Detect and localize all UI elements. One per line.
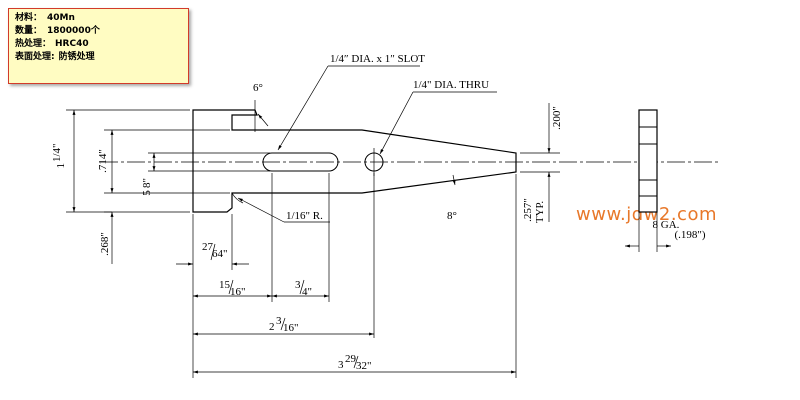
angle-top: 6°	[253, 82, 263, 94]
dim-27-64: 27 64"	[202, 241, 228, 261]
angle-bottom: 8°	[447, 210, 457, 222]
dim-5-8: 5 8"	[141, 178, 153, 196]
dim-2-3-16: 2 3 16"	[269, 315, 299, 334]
svg-text:1/4": 1/4"	[51, 143, 63, 162]
gauge-label: 8 GA.	[653, 219, 680, 231]
dim-257: .257"	[522, 198, 534, 222]
watermark: www.jdw2.com	[576, 204, 717, 225]
gauge-thickness-label: (.198")	[674, 229, 705, 241]
svg-text:15: 15	[219, 279, 231, 291]
svg-text:29: 29	[345, 353, 357, 365]
svg-text:8": 8"	[141, 178, 153, 188]
dim-3-29-32: 3 29 32"	[338, 353, 372, 372]
relief-fillet	[231, 192, 244, 204]
note-heat-treatment: 热处理：HRC40	[15, 39, 89, 49]
svg-text:64": 64"	[212, 248, 228, 260]
svg-text:32": 32"	[356, 360, 372, 372]
edge-view	[638, 109, 658, 213]
svg-text:16": 16"	[283, 322, 299, 334]
note-quantity: 数量：1800000个	[15, 26, 100, 36]
slot	[262, 152, 339, 172]
note-surface-treatment: 表面处理:防锈处理	[15, 52, 95, 62]
dim-714: .714"	[97, 149, 109, 173]
note-material: 材料：40Mn	[15, 13, 75, 23]
dim-1-1-4: 1 1/4"	[51, 143, 67, 168]
svg-text:16": 16"	[230, 286, 246, 298]
edge-view-ticks	[639, 126, 657, 197]
svg-text:2: 2	[269, 321, 275, 333]
radius-callout: 1/16" R.	[286, 210, 323, 222]
svg-text:3: 3	[338, 359, 344, 371]
svg-text:3: 3	[276, 315, 282, 327]
thru-callout: 1/4" DIA. THRU	[413, 79, 489, 91]
dim-200: .200"	[551, 106, 563, 130]
svg-text:3: 3	[295, 279, 301, 291]
svg-text:1: 1	[55, 163, 67, 169]
part-outline	[192, 109, 517, 213]
svg-text:27: 27	[202, 241, 214, 253]
svg-text:5: 5	[141, 190, 153, 196]
dim-15-16: 15 16"	[219, 279, 246, 298]
material-notes: 材料：40Mn 数量：1800000个 热处理：HRC40 表面处理:防锈处理	[8, 8, 189, 84]
dim-typ: TYP.	[534, 201, 546, 224]
dim-3-4: 3 4"	[295, 279, 312, 298]
dim-268: .268"	[99, 232, 111, 256]
slot-callout: 1/4″ DIA. x 1″ SLOT	[330, 53, 425, 65]
svg-text:4": 4"	[302, 286, 312, 298]
